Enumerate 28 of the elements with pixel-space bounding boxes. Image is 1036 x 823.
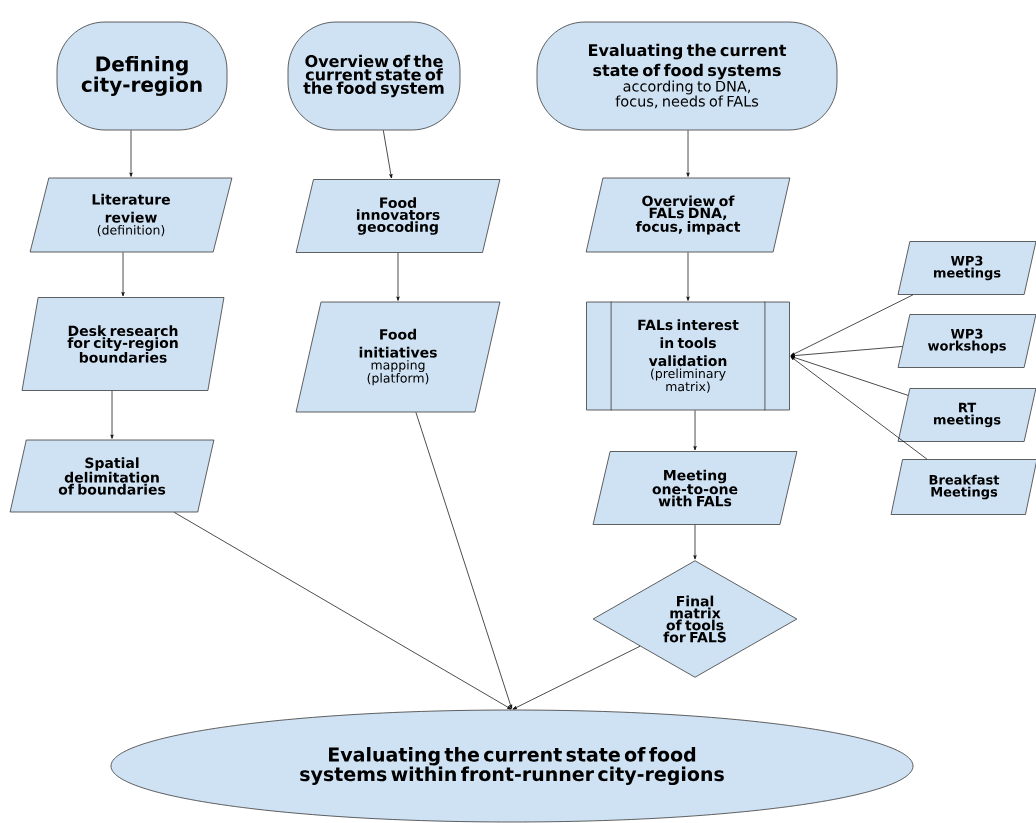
arrow [174,512,512,710]
data-parallelogram: Literature review (definition) [29,177,233,253]
arrow [693,524,697,560]
arrow [693,410,697,451]
arrow [415,412,513,709]
data-parallelogram: WP3 workshops [897,314,1036,368]
data-parallelogram: WP3 meetings [897,241,1036,295]
data-parallelogram: Food initiatives mapping (platform) [295,301,501,413]
arrow [790,294,914,356]
data-parallelogram: Breakfast Meetings [890,459,1036,515]
data-parallelogram: Desk research for city-region boundaries [21,297,225,391]
predefined-process-box: FALs interest in tools validation (preliminary matrix) [586,301,790,411]
arrow [790,356,909,396]
data-parallelogram: Overview of FALs DNA, focus, impact [585,177,791,253]
data-parallelogram: Food innovators geocoding [295,179,501,253]
arrow [110,390,114,439]
arrow [686,252,690,301]
arrow [686,130,690,177]
arrow [512,645,641,710]
arrow [121,252,125,297]
arrow [382,130,393,179]
data-parallelogram: RT meetings [897,388,1036,442]
arrow [790,356,928,460]
data-parallelogram: Meeting one-to-one with FALs [592,451,798,525]
arrow [396,252,400,301]
data-parallelogram: Spatial delimitation of boundaries [9,439,215,513]
arrow [129,130,133,177]
arrow [790,346,903,358]
